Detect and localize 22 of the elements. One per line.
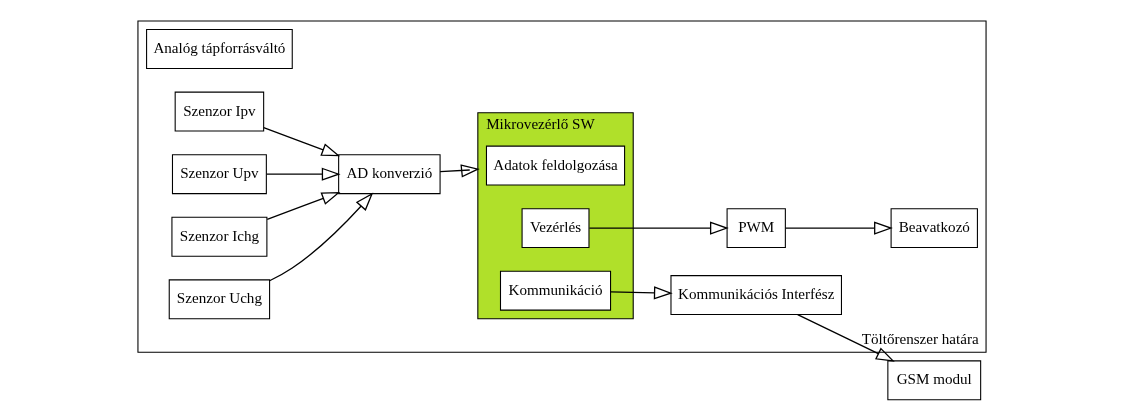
node-box: Vezérlés (521, 208, 590, 249)
node-box: PWM (726, 208, 786, 249)
arrow (439, 164, 480, 178)
arrow (266, 167, 341, 181)
node-box: Adatok feldolgozása (485, 145, 626, 186)
node-box: GSM modul (887, 360, 982, 401)
node-box: Szenzor Ipv (174, 91, 265, 132)
arrow (588, 221, 729, 235)
node-box: Szenzor Ichg (171, 216, 268, 257)
node-box: Analóg tápforrásváltó (146, 29, 293, 69)
node-box: Szenzor Uchg (168, 279, 271, 320)
arrow (610, 286, 673, 300)
arrow (784, 221, 893, 235)
arrow (266, 192, 341, 220)
node-box: Kommunikáció (499, 270, 612, 311)
node-box: Beavatkozó (890, 208, 978, 249)
node-box: Szenzor Upv (171, 154, 267, 195)
node-box: AD konverzió (338, 154, 441, 195)
arrow (268, 192, 374, 282)
arrow (797, 313, 895, 362)
node-box: Kommunikációs Interfész (670, 275, 842, 315)
arrow (263, 127, 341, 157)
